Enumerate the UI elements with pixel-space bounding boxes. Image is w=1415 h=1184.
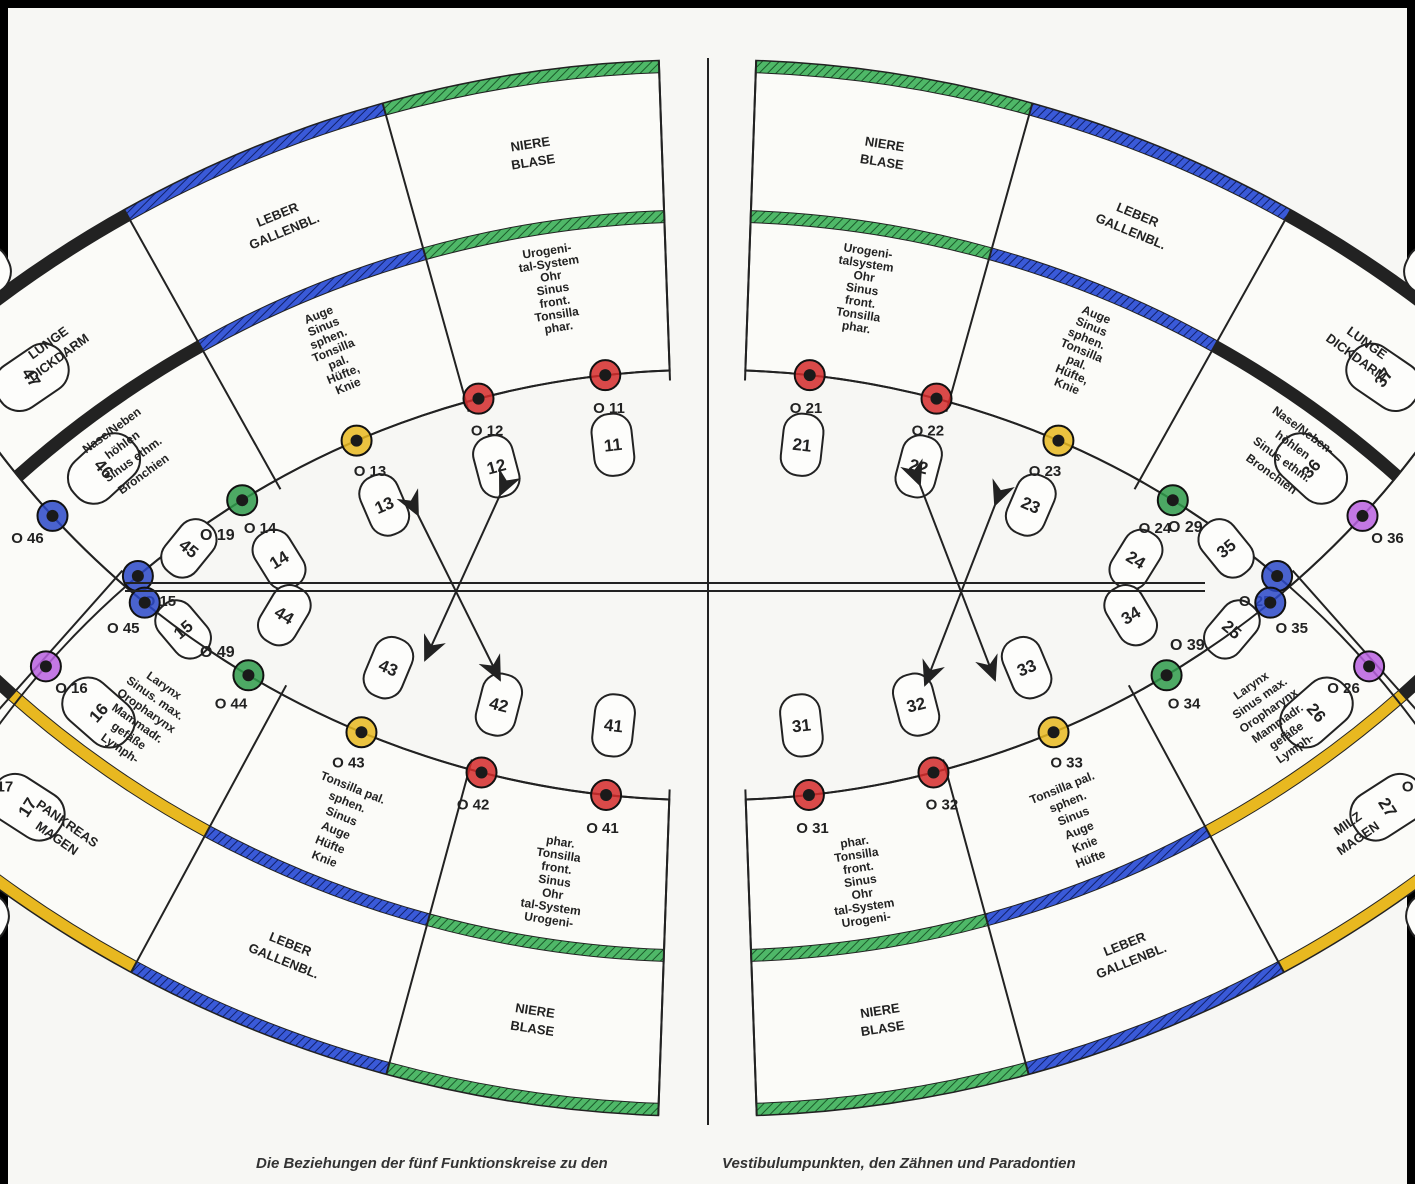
- cross-relation-arrow: [425, 495, 500, 660]
- tooth-21: 21: [779, 412, 826, 478]
- tooth-31: 31: [778, 692, 824, 758]
- point-center: [1271, 570, 1283, 582]
- point-label: O 43: [332, 755, 365, 772]
- point-center: [1363, 660, 1375, 672]
- point-label: O 24: [1139, 520, 1172, 537]
- point-center: [355, 726, 367, 738]
- tooth-34: 34: [1098, 578, 1164, 652]
- outer-point-q3: O 39: [1170, 637, 1205, 654]
- point-label: O 33: [1050, 755, 1083, 772]
- point-center: [351, 435, 363, 447]
- outer-point-q4: O 49: [200, 644, 235, 661]
- point-center: [600, 789, 612, 801]
- tooth-44: 44: [251, 578, 317, 652]
- point-center: [1048, 726, 1060, 738]
- point-center: [236, 494, 248, 506]
- outer-point-q2: O 29: [1168, 519, 1203, 536]
- point-label: O 21: [790, 400, 823, 417]
- point-center: [132, 570, 144, 582]
- tooth-43: 43: [358, 631, 419, 704]
- point-label: O 13: [354, 463, 387, 480]
- tooth-32: 32: [889, 670, 943, 740]
- cross-relation-arrow: [925, 505, 995, 685]
- point-center: [1052, 435, 1064, 447]
- point-center: [46, 510, 58, 522]
- point-center: [1161, 669, 1173, 681]
- point-label: O 44: [215, 695, 248, 712]
- point-center: [803, 789, 815, 801]
- point-label: O 11: [593, 400, 625, 417]
- point-label: O 35: [1275, 620, 1308, 637]
- point-label: O 42: [457, 796, 490, 813]
- point-label: O 31: [796, 820, 829, 837]
- point-center: [1264, 597, 1276, 609]
- point-center: [40, 660, 52, 672]
- point-label: O 14: [244, 520, 277, 537]
- tooth-11: 11: [590, 412, 637, 478]
- point-center: [931, 393, 943, 405]
- point-center: [472, 393, 484, 405]
- point-center: [927, 766, 939, 778]
- point-center: [476, 766, 488, 778]
- tooth-number: 21: [792, 435, 813, 456]
- point-label: O 22: [912, 423, 945, 440]
- tooth-22: 22: [891, 431, 945, 501]
- point-center: [1167, 494, 1179, 506]
- tooth-12: 12: [469, 431, 523, 501]
- point-label: O 27: [1402, 779, 1415, 796]
- point-label: O 45: [107, 620, 140, 637]
- point-center: [599, 369, 611, 381]
- point-label: O 36: [1371, 530, 1404, 547]
- outer-point-q1: O 19: [200, 527, 235, 544]
- point-label: O 23: [1029, 463, 1062, 480]
- point-center: [1357, 510, 1369, 522]
- tooth-number: 41: [603, 715, 624, 736]
- point-center: [139, 597, 151, 609]
- point-label: O 46: [11, 530, 44, 547]
- point-label: O 26: [1327, 680, 1360, 697]
- point-label: O 34: [1168, 695, 1201, 712]
- tooth-41: 41: [590, 692, 636, 758]
- point-center: [804, 369, 816, 381]
- point-label: O 12: [471, 423, 504, 440]
- point-center: [242, 669, 254, 681]
- tooth-33: 33: [996, 631, 1057, 704]
- tooth-number: 11: [603, 435, 623, 456]
- tooth-42: 42: [472, 670, 526, 740]
- point-label: O 16: [55, 680, 88, 697]
- cross-relation-arrow: [418, 515, 500, 680]
- point-label: O 17: [0, 779, 13, 796]
- point-label: O 41: [586, 820, 619, 837]
- point-label: O 32: [926, 796, 959, 813]
- tooth-number: 31: [791, 715, 812, 736]
